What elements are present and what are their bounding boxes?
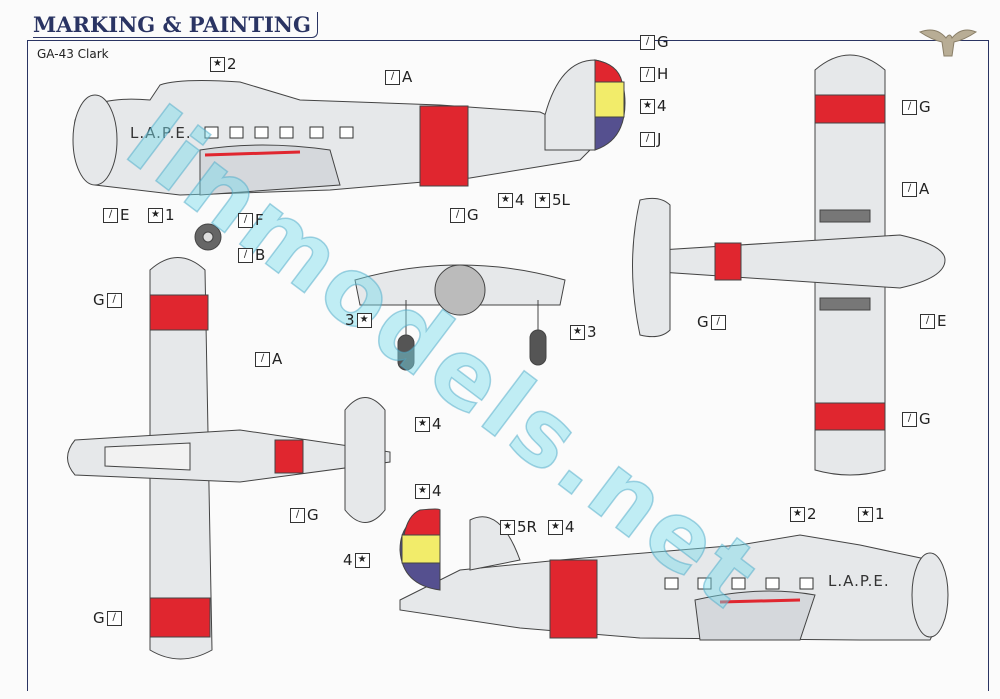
callout-paint: ∕B xyxy=(238,246,265,264)
decal-icon: ★ xyxy=(535,192,550,208)
callout-paint: ∕G xyxy=(450,206,479,224)
callout-decal: ★4 xyxy=(548,518,575,536)
callout-paint: ∕A xyxy=(255,350,282,368)
right-side-view xyxy=(399,508,949,641)
brush-icon: ∕ xyxy=(640,131,655,147)
brush-icon: ∕ xyxy=(710,314,726,330)
decal-icon: ★ xyxy=(148,207,163,223)
callout-decal: ★5L xyxy=(535,191,570,209)
brush-icon: ∕ xyxy=(103,207,118,223)
callout-paint: ∕A xyxy=(902,180,929,198)
callout-decal: ★4 xyxy=(640,97,667,115)
top-view-left xyxy=(67,257,391,660)
brush-icon: ∕ xyxy=(450,207,465,223)
decal-icon: ★ xyxy=(415,416,430,432)
brush-icon: ∕ xyxy=(902,99,917,115)
top-view-right xyxy=(632,54,946,476)
decal-icon: ★ xyxy=(356,312,372,328)
callout-decal: 3★ xyxy=(345,311,372,329)
callout-decal: ★5R xyxy=(500,518,537,536)
callout-decal: ★4 xyxy=(498,191,525,209)
callout-paint: ∕G xyxy=(902,98,931,116)
callout-paint: ∕F xyxy=(238,211,264,229)
callout-decal: ★1 xyxy=(858,505,885,523)
brush-icon: ∕ xyxy=(902,181,917,197)
fuselage-lettering-left: L.A.P.E. xyxy=(130,124,192,142)
landing-gear-detail xyxy=(354,264,566,371)
callout-paint: G∕ xyxy=(93,609,122,627)
callout-paint: ∕J xyxy=(640,130,661,148)
left-side-view xyxy=(72,59,626,251)
decal-icon: ★ xyxy=(498,192,513,208)
brush-icon: ∕ xyxy=(640,66,655,82)
callout-paint: ∕E xyxy=(920,312,946,330)
fuselage-lettering-right: L.A.P.E. xyxy=(828,572,890,590)
decal-icon: ★ xyxy=(570,324,585,340)
callout-paint: ∕G xyxy=(290,506,319,524)
callout-paint: ∕A xyxy=(385,68,412,86)
page-frame xyxy=(27,40,989,691)
page-title: MARKING & PAINTING xyxy=(33,12,318,38)
callout-paint: ∕H xyxy=(640,65,668,83)
brush-icon: ∕ xyxy=(106,292,122,308)
brush-icon: ∕ xyxy=(106,610,122,626)
owl-logo-icon xyxy=(918,29,978,57)
brush-icon: ∕ xyxy=(640,34,655,50)
callout-paint: G∕ xyxy=(697,313,726,331)
callout-paint: ∕G xyxy=(640,33,669,51)
brush-icon: ∕ xyxy=(238,247,253,263)
decal-icon: ★ xyxy=(548,519,563,535)
callout-decal: ★4 xyxy=(415,482,442,500)
callout-decal: 4★ xyxy=(343,551,370,569)
brush-icon: ∕ xyxy=(238,212,253,228)
brush-icon: ∕ xyxy=(290,507,305,523)
callout-decal: ★1 xyxy=(148,206,175,224)
callout-decal: ★3 xyxy=(570,323,597,341)
decal-icon: ★ xyxy=(210,56,225,72)
callout-paint: ∕E xyxy=(103,206,129,224)
decal-icon: ★ xyxy=(500,519,515,535)
decal-icon: ★ xyxy=(640,98,655,114)
callout-decal: ★4 xyxy=(415,415,442,433)
decal-icon: ★ xyxy=(790,506,805,522)
decal-icon: ★ xyxy=(415,483,430,499)
callout-decal: ★2 xyxy=(790,505,817,523)
decal-icon: ★ xyxy=(858,506,873,522)
aircraft-name: GA-43 Clark xyxy=(37,47,109,61)
brush-icon: ∕ xyxy=(902,411,917,427)
callout-paint: G∕ xyxy=(93,291,122,309)
callout-decal: ★2 xyxy=(210,55,237,73)
brush-icon: ∕ xyxy=(385,69,400,85)
decal-icon: ★ xyxy=(354,552,370,568)
brush-icon: ∕ xyxy=(920,313,935,329)
brush-icon: ∕ xyxy=(255,351,270,367)
callout-paint: ∕G xyxy=(902,410,931,428)
